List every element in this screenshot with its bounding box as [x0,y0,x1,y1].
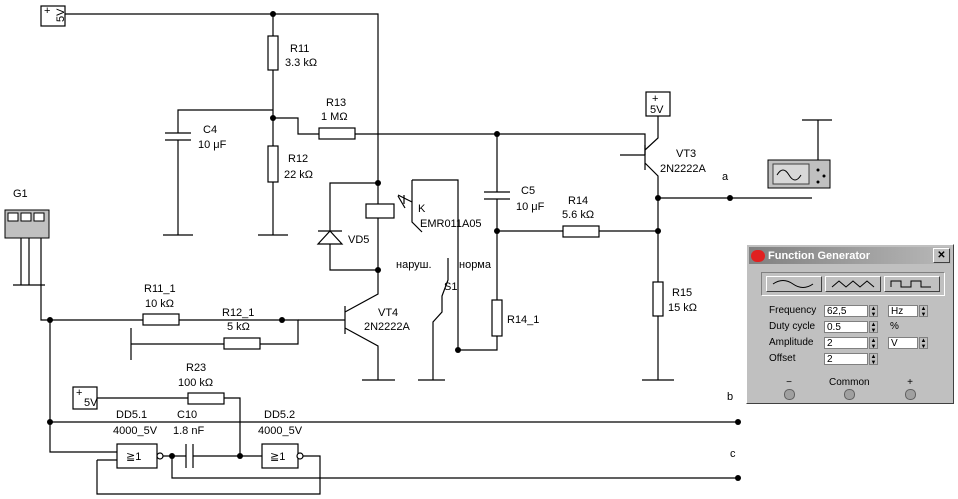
oscilloscope-icon[interactable] [767,159,831,189]
fg-title: Function Generator [768,249,871,262]
fg-common-label: Common [829,377,870,388]
v5-bottom-label: 5V [84,397,98,409]
fg-app-icon [751,249,765,262]
c5-label: C5 [521,185,535,197]
fg-frequency-unit-spinner[interactable]: ▲▼ [919,305,928,318]
fg-frequency-unit[interactable]: Hz [888,305,918,317]
s1-norma-label: норма [459,259,492,271]
r12-1-label: R12_1 [222,307,254,319]
vd5-label: VD5 [348,234,369,246]
svg-text:+: + [76,387,82,399]
dd51-type: 4000_5V [113,425,158,437]
relay-coil[interactable] [365,203,395,219]
vt4-type: 2N2222A [364,321,411,333]
node-a-label: a [722,171,729,183]
fg-offset-label: Offset [769,353,796,364]
triangle-wave-button[interactable] [825,276,881,292]
vt3-label: VT3 [676,148,696,160]
r23-value: 100 kΩ [178,377,213,389]
fg-amplitude-unit[interactable]: V [888,337,918,349]
s1-narush-label: наруш. [396,259,432,271]
r12-value: 22 kΩ [284,169,313,181]
fg-amplitude-unit-spinner[interactable]: ▲▼ [919,337,928,350]
c4-label: C4 [203,124,217,136]
switch-s1[interactable] [418,258,449,381]
s1-label: S1 [444,281,457,293]
r14-1-label: R14_1 [507,314,539,326]
r15-value: 15 kΩ [668,302,697,314]
r11-1-label: R11_1 [144,283,176,295]
fg-waveform-selector [761,272,945,296]
svg-text:+: + [44,5,50,17]
g1-label: G1 [13,188,28,200]
relay-k-label: K [418,203,426,215]
r11-value: 3.3 kΩ [285,57,317,69]
v5-vt3-source[interactable]: + 5V [645,91,671,117]
fg-amplitude-label: Amplitude [769,337,814,348]
v5-top-source[interactable]: + 5V [40,5,67,27]
resistor-r14[interactable] [562,225,600,238]
fg-duty-input[interactable]: 0.5 [824,321,868,333]
resistor-r12[interactable] [267,145,279,183]
r14-label: R14 [568,195,588,207]
fg-frequency-input[interactable]: 62,5 [824,305,868,317]
fg-duty-label: Duty cycle [769,321,816,332]
function-generator-window[interactable]: Function Generator ✕ Frequency 62,5 ▲▼ H… [746,244,954,404]
fg-amplitude-spinner[interactable]: ▲▼ [869,337,878,350]
c10-label: C10 [177,409,197,421]
fg-common-terminal[interactable] [844,389,855,400]
r11-1-value: 10 kΩ [145,298,174,310]
fg-frequency-spinner[interactable]: ▲▼ [869,305,878,318]
vt3-type: 2N2222A [660,163,707,175]
sine-wave-button[interactable] [766,276,822,292]
r15-label: R15 [672,287,692,299]
resistor-r13[interactable] [318,127,356,140]
dd52-gate-symbol: ≧1 [270,451,285,463]
resistor-r23[interactable] [187,392,225,405]
c4-value: 10 μF [198,139,227,151]
r12-label: R12 [288,153,308,165]
vt4-label: VT4 [378,307,398,319]
r11-label: R11 [290,43,309,55]
resistor-r11-1[interactable] [142,313,180,326]
square-wave-button[interactable] [884,276,940,292]
v5-vt3-label: 5V [650,104,664,116]
dd51-label: DD5.1 [116,409,147,421]
dd51-gate-symbol: ≧1 [126,451,141,463]
v5-bottom-source[interactable]: + 5V [72,386,98,410]
fg-minus-terminal[interactable] [784,389,795,400]
fg-title-bar[interactable]: Function Generator ✕ [749,247,951,264]
r13-label: R13 [326,97,346,109]
c10-value: 1.8 nF [173,425,204,437]
c5-value: 10 μF [516,201,545,213]
fg-frequency-label: Frequency [769,305,817,316]
resistor-r15[interactable] [652,281,664,317]
r23-label: R23 [186,362,206,374]
node-b-label: b [727,391,733,403]
resistor-r12-1[interactable] [223,337,261,350]
g1-generator-icon[interactable] [4,209,50,239]
fg-offset-spinner[interactable]: ▲▼ [869,353,878,366]
dd52-type: 4000_5V [258,425,303,437]
fg-amplitude-input[interactable]: 2 [824,337,868,349]
relay-model-label: EMR011A05 [420,218,482,230]
close-icon[interactable]: ✕ [933,248,950,263]
fg-duty-unit: % [890,321,899,332]
fg-duty-spinner[interactable]: ▲▼ [869,321,878,334]
fg-plus-label: + [907,377,913,388]
resistor-r14-1[interactable] [491,299,503,337]
r12-1-value: 5 kΩ [227,321,250,333]
r13-value: 1 MΩ [321,111,348,123]
v5-top-label: 5V [55,8,67,22]
fg-minus-label: − [786,377,792,388]
fg-plus-terminal[interactable] [905,389,916,400]
resistor-r11[interactable] [267,35,279,71]
node-c-label: c [730,448,736,460]
fg-offset-input[interactable]: 2 [824,353,868,365]
svg-text:+: + [652,93,658,105]
r14-value: 5.6 kΩ [562,209,594,221]
dd52-label: DD5.2 [264,409,295,421]
